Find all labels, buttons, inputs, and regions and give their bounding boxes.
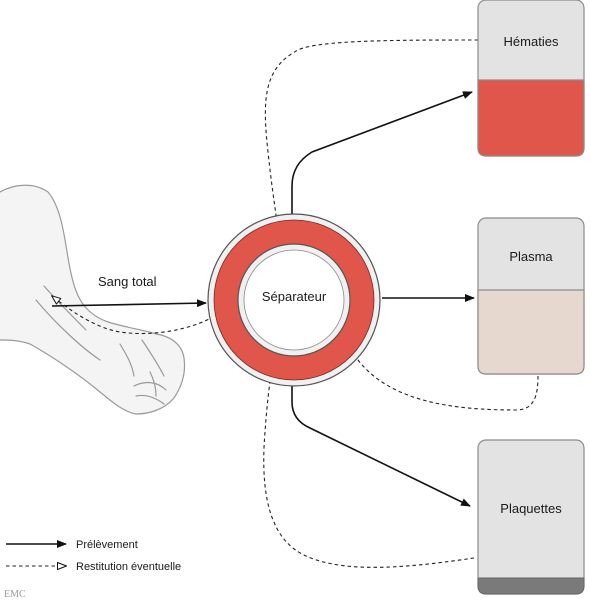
hematies-label: Hématies (504, 34, 559, 49)
container-plaquettes (477, 439, 585, 595)
legend: Prélèvement Restitution éventuelle (6, 539, 181, 573)
input-label: Sang total (98, 274, 157, 289)
solid-flows (51, 91, 475, 507)
flow-blood-to-separator (51, 299, 207, 308)
return-from-hematies (264, 39, 479, 246)
flow-separator-to-hematies (291, 91, 473, 216)
separator-ring (207, 213, 381, 387)
return-from-plaquettes (263, 350, 475, 568)
container-plasma (477, 217, 585, 375)
container-hematies (477, 0, 585, 157)
plaquettes-label: Plaquettes (500, 501, 562, 516)
arm-illustration (0, 184, 186, 415)
emc-logo: EMC (4, 589, 26, 600)
legend-dashed-label: Restitution éventuelle (76, 561, 181, 573)
separator-label: Séparateur (262, 289, 327, 304)
legend-solid-label: Prélèvement (76, 539, 138, 551)
flow-separator-to-plaquettes (291, 384, 471, 507)
plasma-label: Plasma (509, 249, 553, 264)
